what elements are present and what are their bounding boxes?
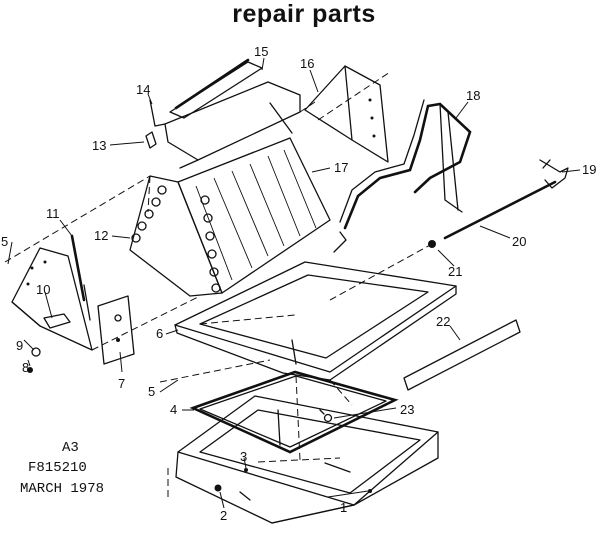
screw — [319, 409, 333, 423]
leader-lines — [7, 57, 581, 509]
callout-17: 17 — [334, 160, 348, 175]
model-code-date: MARCH 1978 — [20, 481, 105, 497]
callout-23: 23 — [400, 402, 414, 417]
callout-14: 14 — [136, 82, 150, 97]
callout-18: 18 — [466, 88, 480, 103]
callout-4: 4 — [170, 402, 177, 417]
line-set — [428, 159, 569, 248]
callout-3: 3 — [240, 449, 247, 464]
callout-12: 12 — [94, 228, 108, 243]
callout-22: 22 — [436, 314, 450, 329]
callout-5b: 5 — [1, 234, 8, 249]
left-side-panel — [11, 234, 93, 351]
refrigerant-tubing — [333, 99, 472, 253]
callout-2: 2 — [220, 508, 227, 523]
gasket — [189, 370, 399, 454]
access-panel — [97, 295, 135, 365]
base-pan — [175, 395, 439, 524]
bracket-fitting — [27, 284, 91, 373]
model-code-a3: A3 — [62, 440, 79, 456]
callout-labels: 1 2 3 4 5 5 6 7 8 9 10 11 12 13 14 15 16… — [1, 44, 596, 523]
coil-assembly — [129, 81, 331, 297]
callout-19: 19 — [582, 162, 596, 177]
callout-6: 6 — [156, 326, 163, 341]
right-side-panel — [304, 65, 389, 163]
assembly-lines — [4, 71, 433, 500]
model-code-part: F815210 — [28, 460, 87, 476]
callout-10: 10 — [36, 282, 50, 297]
diagram-title: repair parts — [232, 0, 376, 28]
callout-8: 8 — [22, 360, 29, 375]
fasteners — [214, 468, 372, 493]
baffle-strip — [149, 99, 166, 127]
callout-20: 20 — [512, 234, 526, 249]
callout-9: 9 — [16, 338, 23, 353]
callout-5a: 5 — [148, 384, 155, 399]
callout-16: 16 — [300, 56, 314, 71]
callout-11: 11 — [46, 206, 60, 221]
top-rail — [169, 58, 263, 119]
drain-plug — [145, 131, 157, 149]
callout-1: 1 — [340, 500, 347, 515]
callout-7: 7 — [118, 376, 125, 391]
drain-pan — [174, 261, 457, 381]
callout-15: 15 — [254, 44, 268, 59]
callout-21: 21 — [448, 264, 462, 279]
callout-13: 13 — [92, 138, 106, 153]
coil-tubes — [131, 185, 221, 293]
trim-strip — [403, 319, 521, 391]
